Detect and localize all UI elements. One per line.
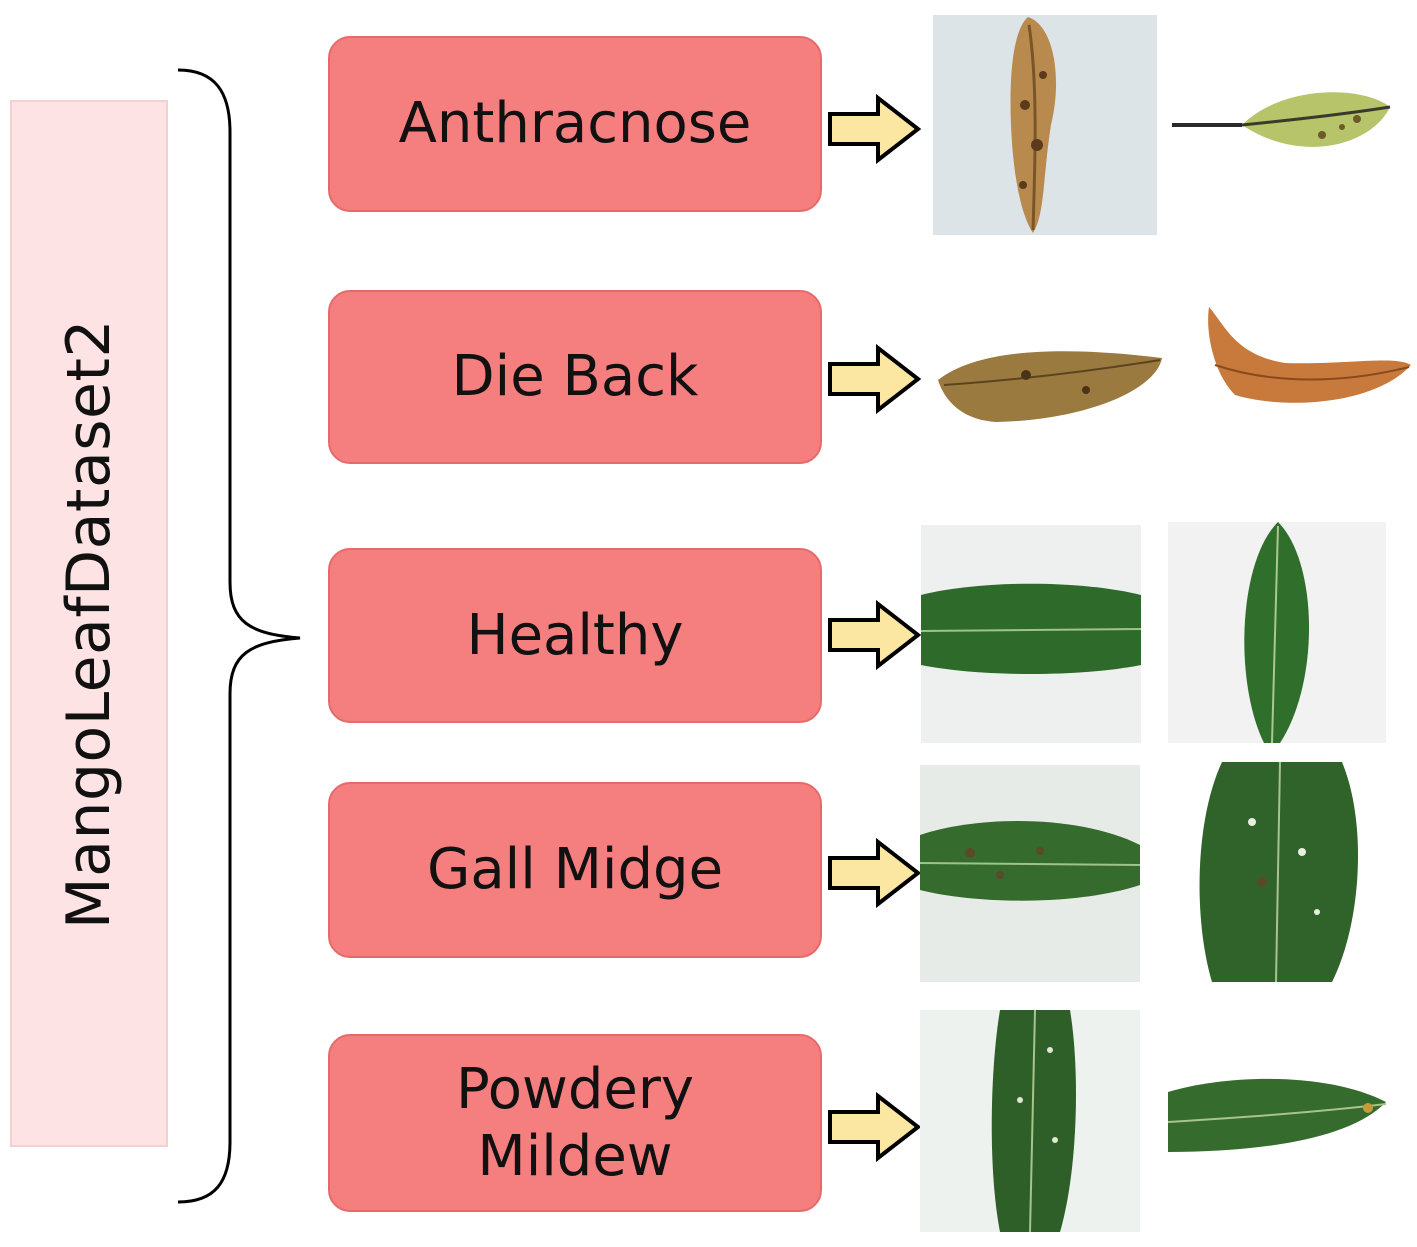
- dataset-label: MangoLeafDataset2: [54, 318, 124, 930]
- curly-brace: [177, 68, 301, 1204]
- arrow-icon: [828, 600, 922, 670]
- leaf-image-gall-midge-2: [1192, 762, 1370, 982]
- arrow-icon: [828, 344, 922, 414]
- class-label-anthracnose: Anthracnose: [398, 91, 752, 157]
- class-box-gall-midge: Gall Midge: [328, 782, 822, 958]
- class-box-powdery-mildew: Powdery Mildew: [328, 1034, 822, 1212]
- leaf-image-anthracnose-1: [933, 15, 1157, 235]
- leaf-image-healthy-1: [921, 525, 1141, 743]
- class-label-powdery-mildew: Powdery Mildew: [456, 1056, 694, 1189]
- leaf-image-powdery-mildew-2: [1168, 1012, 1386, 1234]
- arrow-icon: [828, 1092, 922, 1162]
- leaf-image-gall-midge-1: [920, 765, 1140, 982]
- arrow-icon: [828, 94, 922, 164]
- class-label-healthy: Healthy: [466, 602, 684, 668]
- class-label-gall-midge: Gall Midge: [426, 837, 724, 903]
- leaf-image-powdery-mildew-1: [920, 1010, 1140, 1232]
- class-box-healthy: Healthy: [328, 548, 822, 723]
- class-label-die-back: Die Back: [451, 344, 699, 410]
- leaf-image-die-back-2: [1195, 305, 1413, 415]
- leaf-image-die-back-1: [936, 330, 1166, 430]
- class-box-anthracnose: Anthracnose: [328, 36, 822, 212]
- class-box-die-back: Die Back: [328, 290, 822, 464]
- leaf-image-anthracnose-2: [1172, 15, 1394, 235]
- arrow-icon: [828, 838, 922, 908]
- dataset-box: [10, 100, 168, 1147]
- leaf-image-healthy-2: [1168, 522, 1386, 743]
